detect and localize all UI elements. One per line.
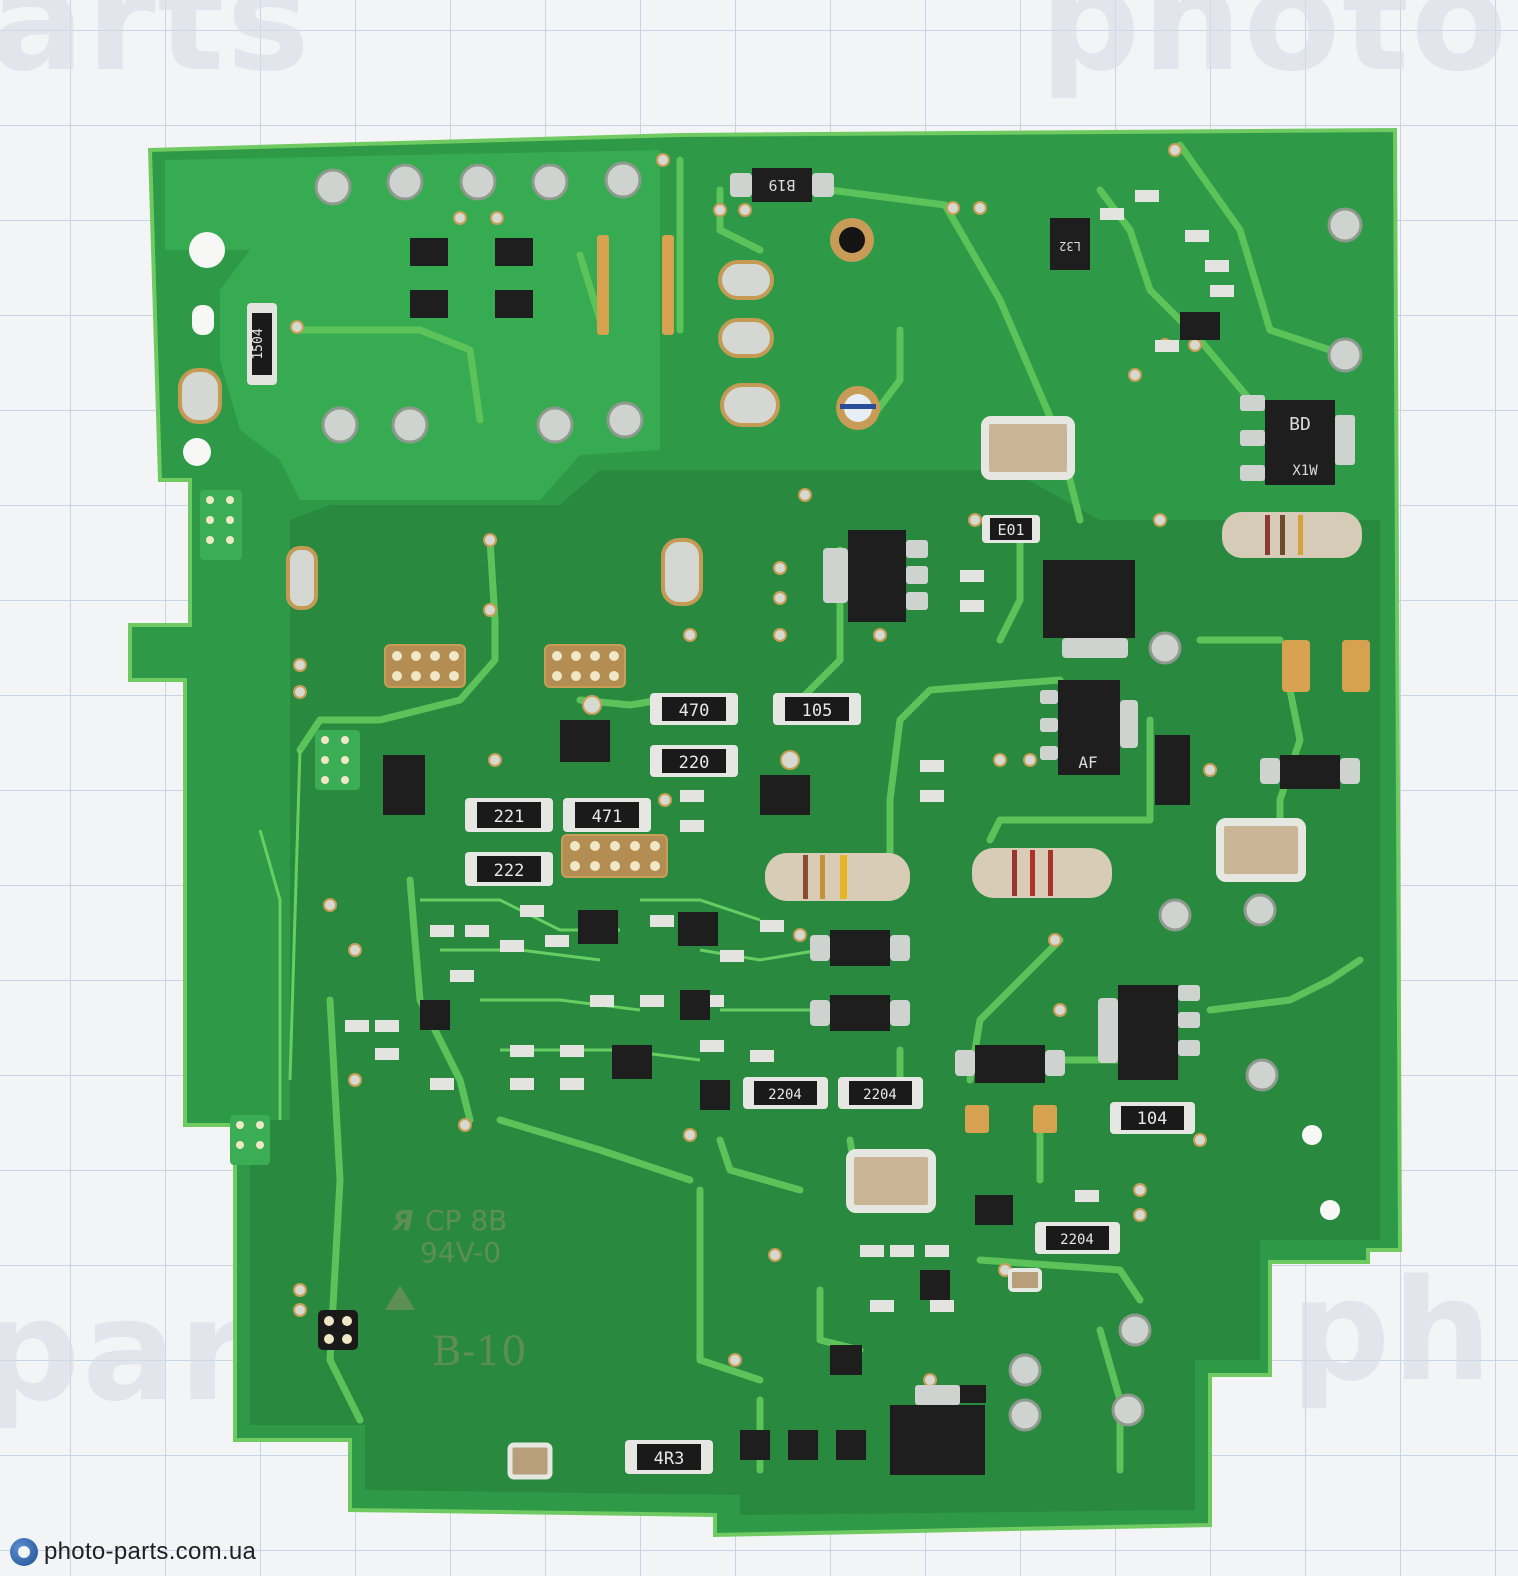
svg-text:471: 471 <box>592 807 623 827</box>
svg-text:X1W: X1W <box>1292 463 1318 479</box>
svg-text:BD: BD <box>1289 414 1311 435</box>
svg-text:104: 104 <box>1137 1109 1168 1129</box>
svg-text:E01: E01 <box>997 521 1024 539</box>
svg-text:2204: 2204 <box>768 1087 802 1103</box>
smd-transistors <box>383 168 1340 1475</box>
small-vias <box>290 143 1217 1387</box>
svg-text:470: 470 <box>679 701 710 721</box>
ul-logo: Я <box>391 1204 414 1237</box>
svg-text:CP 8B: CP 8B <box>425 1204 507 1237</box>
footer-watermark: photo-parts.com.ua <box>10 1536 256 1568</box>
svg-text:222: 222 <box>494 861 525 881</box>
svg-text:L32: L32 <box>1059 239 1081 253</box>
warning-triangle-icon <box>385 1285 415 1310</box>
svg-text:221: 221 <box>494 807 525 827</box>
svg-text:2204: 2204 <box>863 1087 897 1103</box>
ic-labels: BD X1W B19 AF L32 <box>768 176 1318 772</box>
svg-text:AF: AF <box>1078 753 1097 772</box>
top-copper-pour <box>165 150 660 500</box>
svg-text:1504: 1504 <box>251 328 266 359</box>
svg-text:105: 105 <box>802 701 833 721</box>
axial-resistors <box>765 512 1362 901</box>
pcb-markings: Я CP 8B 94V-0 B-10 <box>385 1204 527 1375</box>
oval-slots <box>178 260 780 610</box>
svg-text:4R3: 4R3 <box>654 1449 685 1469</box>
watermark-parts-top: arts <box>0 0 312 103</box>
photo-parts-logo-icon <box>10 1538 38 1566</box>
svg-text:2204: 2204 <box>1060 1232 1094 1248</box>
via-array-dots <box>206 496 660 1344</box>
tiny-chips <box>345 190 1234 1460</box>
component-leads <box>730 173 1360 1405</box>
smd-resistors <box>247 303 1195 1474</box>
svg-text:220: 220 <box>679 753 710 773</box>
gold-strips <box>597 235 1370 1133</box>
tht-pads <box>314 161 1363 1432</box>
ceramic-capacitors <box>507 416 1306 1480</box>
watermark-photo-right: ph <box>1290 1250 1494 1413</box>
watermark-photo-top: photo <box>1040 0 1510 103</box>
resistor-labels: 1504 470 220 221 471 222 105 2204 2204 1… <box>251 328 1167 1469</box>
svg-text:94V-0: 94V-0 <box>420 1236 501 1269</box>
svg-text:B-10: B-10 <box>432 1329 527 1375</box>
site-url: photo-parts.com.ua <box>44 1538 257 1565</box>
svg-text:B19: B19 <box>768 176 795 194</box>
mounting-holes <box>183 232 1340 1220</box>
